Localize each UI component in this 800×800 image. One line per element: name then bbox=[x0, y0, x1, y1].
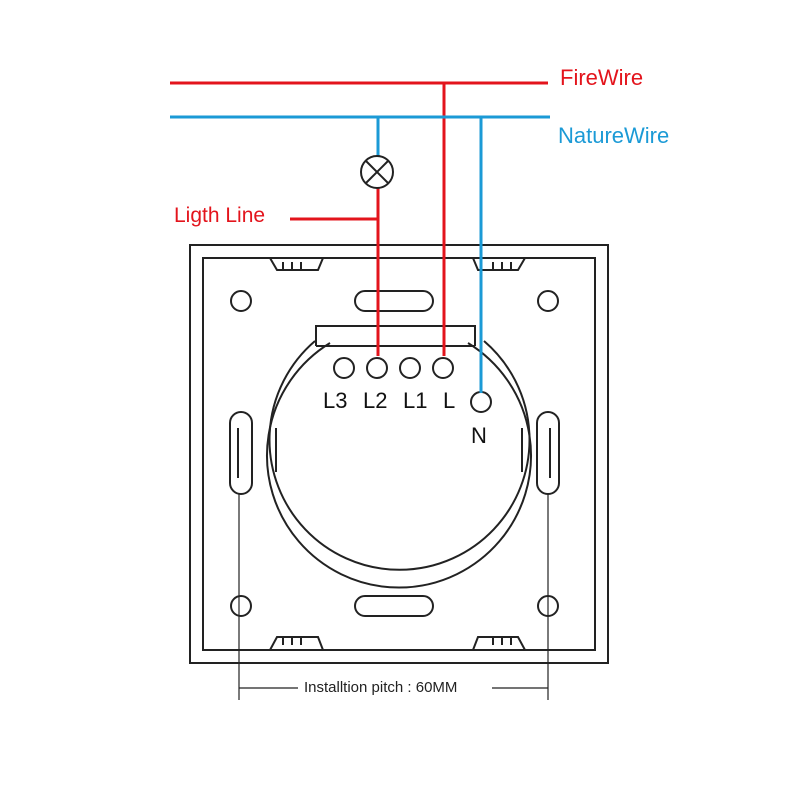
terminal-label-l3: L3 bbox=[323, 388, 348, 413]
terminal-label-l1: L1 bbox=[403, 388, 428, 413]
right-vertical-slot bbox=[536, 411, 560, 495]
terminal-block-outline bbox=[315, 325, 476, 346]
center-ring bbox=[266, 340, 532, 589]
bottom-left-clip bbox=[269, 636, 324, 651]
terminal-label-n: N bbox=[471, 423, 487, 448]
nature-wire bbox=[170, 115, 550, 393]
terminal-l3 bbox=[333, 357, 355, 379]
installation-pitch-label: Installtion pitch : 60MM bbox=[304, 679, 458, 696]
top-right-clip bbox=[472, 257, 526, 271]
bottom-right-clip bbox=[472, 636, 526, 651]
terminal-l2 bbox=[366, 357, 388, 379]
firewire-label: FireWire bbox=[560, 65, 644, 90]
left-vertical-slot bbox=[229, 411, 253, 495]
lamp-icon bbox=[360, 155, 394, 189]
plate-inner-frame bbox=[202, 257, 596, 651]
light-line-label: Ligth Line bbox=[174, 204, 266, 227]
terminal-l1 bbox=[399, 357, 421, 379]
corner-hole-top-right bbox=[537, 290, 559, 312]
plate-outer-frame bbox=[189, 244, 609, 664]
light-line-wire bbox=[290, 188, 380, 356]
fire-wire bbox=[170, 81, 548, 356]
switch-plate bbox=[189, 244, 609, 664]
corner-hole-bottom-left bbox=[230, 595, 252, 617]
top-left-clip bbox=[269, 257, 324, 271]
top-slot bbox=[354, 290, 434, 312]
installation-pitch-dimension bbox=[238, 494, 549, 700]
naturewire-label: NatureWire bbox=[558, 123, 670, 148]
corner-hole-top-left bbox=[230, 290, 252, 312]
terminal-n bbox=[470, 391, 492, 413]
terminal-label-l: L bbox=[443, 388, 456, 413]
terminal-l bbox=[432, 357, 454, 379]
bottom-slot bbox=[354, 595, 434, 617]
terminal-label-l2: L2 bbox=[363, 388, 388, 413]
